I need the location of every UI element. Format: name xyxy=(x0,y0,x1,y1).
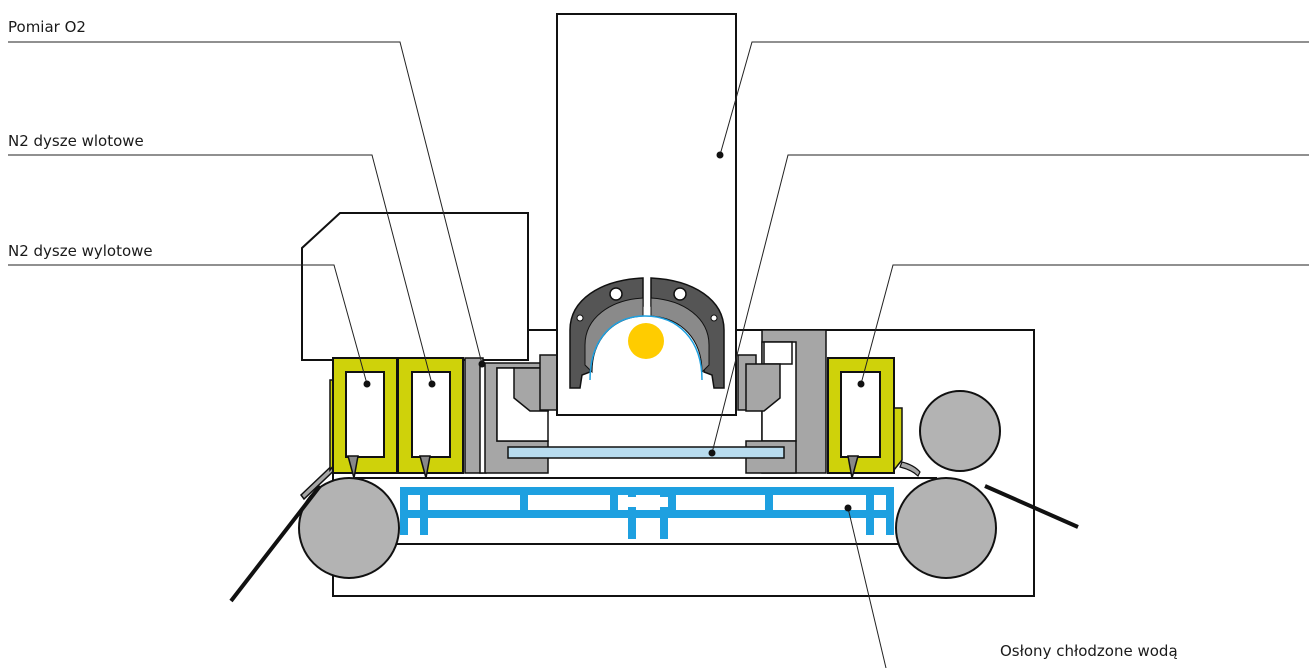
leader-laser-head xyxy=(719,41,1309,156)
reflector-hole-left xyxy=(609,287,623,301)
leader-water-cooled-shields xyxy=(847,507,887,668)
shield-post-10 xyxy=(886,487,894,535)
label-n2-inlet-nozzles: N2 dysze wlotowe xyxy=(8,132,144,150)
roller-left xyxy=(298,477,400,579)
n2-outlet-nozzle-left-tip xyxy=(347,455,359,479)
leader-dot-laser-head xyxy=(716,151,724,159)
reflector-hole-left-small xyxy=(576,314,584,322)
leader-dot-o2 xyxy=(478,360,486,368)
leader-dot-glass-pane xyxy=(708,449,716,457)
left-upper-housing xyxy=(301,212,529,361)
label-water-cooled-shields: Osłony chłodzone wodą xyxy=(1000,642,1178,660)
shield-post-9 xyxy=(866,487,874,535)
label-o2-measurement: Pomiar O2 xyxy=(8,18,86,36)
label-n2-outlet-nozzles: N2 dysze wylotowe xyxy=(8,242,153,260)
reflector-hole-right xyxy=(673,287,687,301)
shield-rail-bottom xyxy=(400,510,894,518)
reflector-blue-contour xyxy=(589,315,703,381)
reflector-hole-right-small xyxy=(710,314,718,322)
right-nozzle-bracket xyxy=(893,407,903,473)
leader-dot-n2-inlet xyxy=(428,380,436,388)
shield-post-3 xyxy=(520,487,528,518)
shield-post-6 xyxy=(660,487,668,539)
right-flap xyxy=(899,461,921,478)
glass-pane xyxy=(507,446,785,459)
leader-n2-outlet xyxy=(8,264,368,385)
shield-center-window xyxy=(628,497,668,507)
leader-glass-pane xyxy=(711,154,1309,454)
n2-nozzle-right-tip xyxy=(847,455,859,479)
leader-n2-inlet xyxy=(8,154,433,385)
laser-spot xyxy=(628,323,664,359)
leader-dot-right-nozzle xyxy=(857,380,865,388)
shield-post-5 xyxy=(628,487,636,539)
shield-post-8 xyxy=(765,487,773,518)
roller-right-bottom xyxy=(895,477,997,579)
shield-post-1 xyxy=(400,487,408,535)
sheet-line-right xyxy=(984,484,1079,529)
n2-inlet-nozzle-left-tip xyxy=(419,455,431,479)
right-holder-slot xyxy=(763,341,793,365)
leader-dot-water-cooled-shields xyxy=(844,504,852,512)
shield-rail-top xyxy=(400,487,894,495)
shield-post-4 xyxy=(610,487,618,518)
reflector-right-inner xyxy=(650,297,710,374)
shield-post-2 xyxy=(420,487,428,535)
sheet-line-left xyxy=(229,484,322,603)
leader-dot-n2-outlet xyxy=(363,380,371,388)
left-holder-top-tab xyxy=(539,354,559,411)
roller-right-top xyxy=(919,390,1001,472)
shield-post-7 xyxy=(668,487,676,518)
leader-o2-measurement xyxy=(8,41,483,365)
water-cooled-shields-structure xyxy=(400,487,894,539)
right-glass-holder-clamp xyxy=(745,363,781,412)
leader-right-nozzle xyxy=(860,264,1309,385)
